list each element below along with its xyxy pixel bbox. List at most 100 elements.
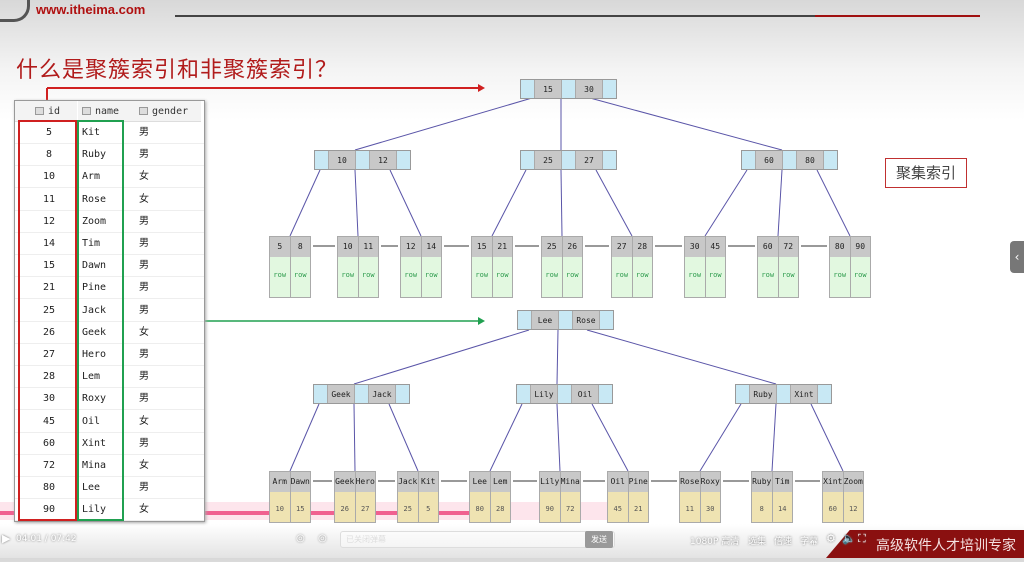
brand-banner: 高级软件人才培训专家 bbox=[826, 530, 1024, 558]
cell-name: Zoom bbox=[82, 215, 107, 227]
pointer-slot bbox=[603, 80, 616, 98]
column-header-name[interactable]: name bbox=[78, 101, 135, 122]
danmaku-toggle-icon[interactable]: ◎ bbox=[296, 533, 305, 544]
leaf-key: 8 bbox=[289, 237, 310, 257]
leaf-value: 21 bbox=[627, 492, 648, 522]
cell-name: Hero bbox=[82, 349, 107, 360]
episodes-button[interactable]: 选集 bbox=[748, 537, 767, 547]
column-icon bbox=[139, 107, 148, 115]
pointer-slot bbox=[559, 311, 572, 329]
header-divider bbox=[175, 15, 815, 17]
fullscreen-icon[interactable]: ⛶ bbox=[858, 532, 866, 545]
cell-id: 80 bbox=[42, 482, 56, 494]
node-key: Lee bbox=[531, 311, 559, 329]
send-button[interactable]: 发送 bbox=[585, 531, 613, 548]
leaf-key: 26 bbox=[561, 237, 582, 257]
cell-gender: 男 bbox=[139, 393, 149, 405]
leaf-value: 11 bbox=[680, 492, 700, 522]
node-key: Xint bbox=[790, 385, 818, 403]
pointer-slot bbox=[314, 385, 327, 403]
cell-gender: 男 bbox=[139, 437, 149, 449]
pointer-slot bbox=[521, 151, 534, 169]
node-key: 10 bbox=[328, 151, 356, 169]
cell-name: Lily bbox=[82, 504, 107, 516]
leaf-key: Kit bbox=[417, 472, 438, 492]
connector-line bbox=[289, 169, 321, 237]
progress-bar[interactable] bbox=[0, 511, 510, 515]
leaf-key: Rose bbox=[680, 472, 700, 492]
leaf-value: row bbox=[561, 257, 582, 297]
subtitles-button[interactable]: 字幕 bbox=[800, 537, 819, 547]
leaf-value: 25 bbox=[398, 492, 418, 522]
danmaku-settings-icon[interactable]: ◎ bbox=[318, 533, 327, 544]
leaf-value: row bbox=[685, 257, 705, 297]
leaf-key: Geek bbox=[335, 472, 355, 492]
arrow-head bbox=[478, 317, 485, 325]
leaf-value: 10 bbox=[270, 492, 290, 522]
play-icon[interactable]: ▶ bbox=[2, 532, 11, 545]
leaf-value: row bbox=[472, 257, 492, 297]
connector-line bbox=[699, 403, 742, 472]
leaf-key: Oil bbox=[608, 472, 628, 492]
cell-name: Jack bbox=[82, 304, 107, 316]
column-header-id[interactable]: id bbox=[15, 101, 77, 122]
danmaku-input[interactable] bbox=[340, 531, 615, 548]
connector-line bbox=[704, 169, 748, 237]
danmaku-placeholder: 已关闭弹幕 bbox=[346, 535, 386, 544]
pointer-slot bbox=[599, 385, 612, 403]
speed-button[interactable]: 倍速 bbox=[774, 537, 793, 547]
cell-gender: 女 bbox=[139, 193, 149, 205]
connector-line bbox=[556, 403, 561, 472]
pointer-slot bbox=[397, 151, 410, 169]
pointer-slot bbox=[558, 385, 571, 403]
leaf-key: Pine bbox=[627, 472, 648, 492]
column-icon bbox=[35, 107, 44, 115]
connector-line bbox=[354, 169, 359, 237]
cell-gender: 男 bbox=[139, 282, 149, 294]
settings-gear-icon[interactable]: ⚙ bbox=[826, 532, 836, 545]
leaf-value: 8 bbox=[752, 492, 772, 522]
cell-name: Geek bbox=[82, 326, 107, 338]
leaf-key: 80 bbox=[830, 237, 850, 257]
cell-gender: 女 bbox=[139, 326, 149, 338]
column-header-gender[interactable]: gender bbox=[135, 101, 201, 122]
leaf-value: row bbox=[758, 257, 778, 297]
cell-id: 14 bbox=[42, 238, 56, 249]
connector-line bbox=[810, 403, 844, 472]
leaf-value: row bbox=[289, 257, 310, 297]
leaf-key: 14 bbox=[420, 237, 441, 257]
leaf-value: 5 bbox=[417, 492, 438, 522]
pointer-slot bbox=[777, 385, 790, 403]
quality-button[interactable]: 1080P 高清 bbox=[690, 537, 740, 547]
cell-id: 28 bbox=[42, 371, 56, 383]
side-panel-toggle[interactable]: ‹ bbox=[1010, 241, 1024, 273]
connector-line bbox=[388, 403, 419, 472]
node-key: 12 bbox=[369, 151, 397, 169]
cell-id: 8 bbox=[45, 149, 53, 161]
volume-icon[interactable]: 🔈 bbox=[842, 532, 856, 545]
leaf-key: 25 bbox=[542, 237, 562, 257]
